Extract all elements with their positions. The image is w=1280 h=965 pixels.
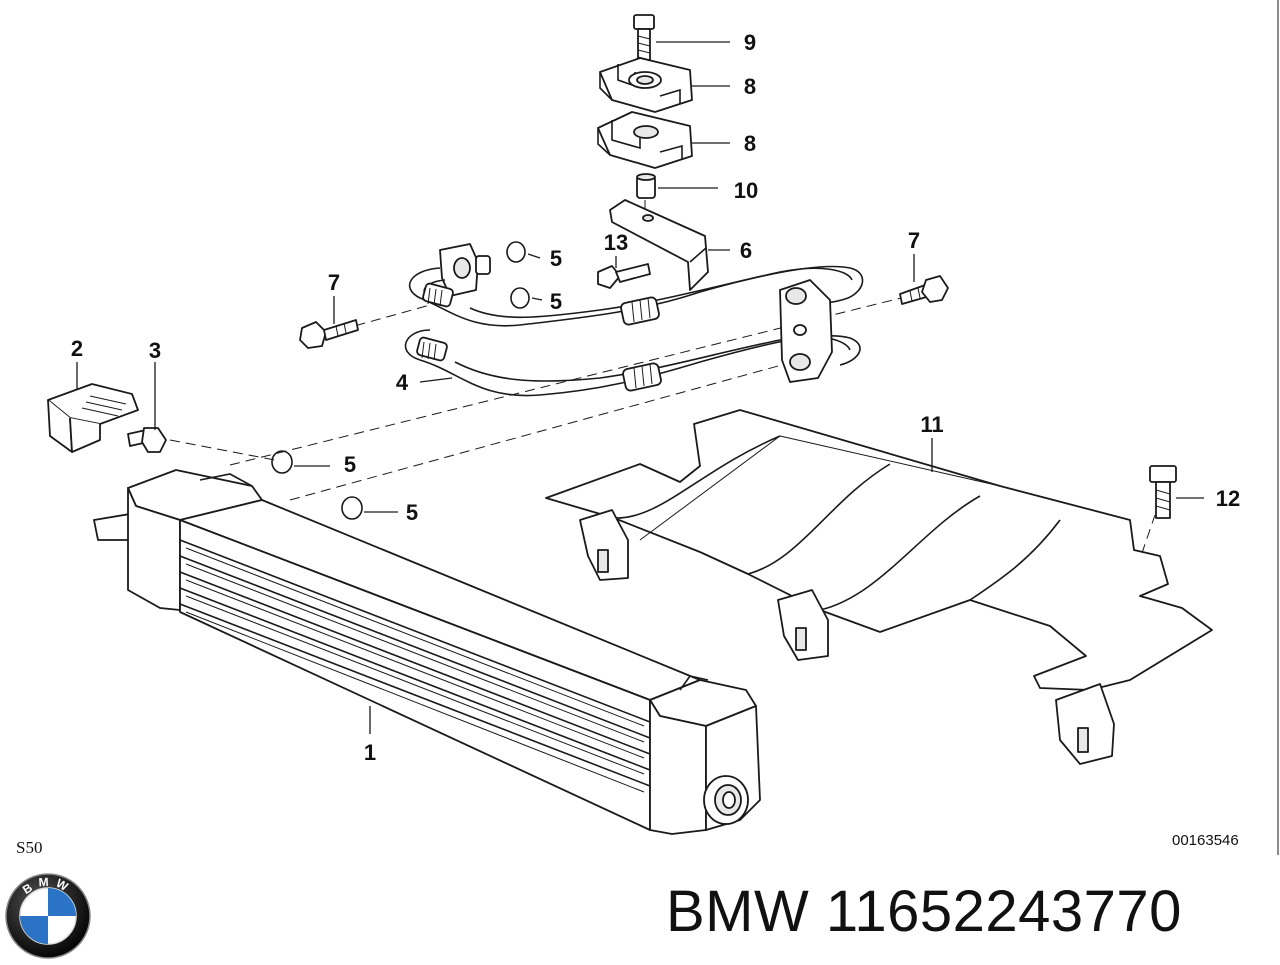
callout-8: 8 — [744, 74, 756, 99]
part-10-bushing — [636, 173, 656, 199]
callout-6: 6 — [740, 238, 752, 263]
part-13-bolt — [597, 263, 651, 289]
part-2-clip — [47, 383, 139, 453]
callout-12: 12 — [1216, 486, 1240, 511]
callout-1: 1 — [364, 740, 376, 765]
duct-mount-leg — [777, 589, 829, 661]
hose-ferrule — [416, 336, 448, 362]
part-6-bracket — [609, 199, 709, 291]
model-code-label: S50 — [16, 838, 43, 857]
callout-7: 7 — [908, 228, 920, 253]
callout-2: 2 — [71, 336, 83, 361]
callout-7: 7 — [328, 270, 340, 295]
hose-ferrule — [622, 362, 662, 392]
part-8-clamp-lower — [597, 111, 693, 169]
part-5-o-ring — [506, 241, 526, 263]
callout-4: 4 — [396, 370, 409, 395]
callout-5: 5 — [550, 246, 562, 271]
callout-13: 13 — [604, 230, 628, 255]
callout-10: 10 — [734, 178, 758, 203]
duct-mount-leg — [579, 509, 629, 581]
duct-mount-leg — [1055, 683, 1115, 765]
part-11-air-duct — [545, 409, 1213, 765]
hose-ferrule — [620, 296, 660, 326]
part-8-clamp-upper — [599, 57, 693, 113]
callout-5: 5 — [406, 500, 418, 525]
part-3-screw — [127, 427, 167, 453]
bmw-logo-icon: BMW — [4, 872, 92, 960]
part-12-bolt — [1149, 465, 1177, 519]
part-5-o-ring — [271, 450, 293, 474]
part-title: BMW 11652243770 — [666, 878, 1182, 945]
callout-8: 8 — [744, 131, 756, 156]
part-5-o-ring — [341, 496, 363, 520]
part-5-o-ring — [510, 287, 530, 309]
part-7-bolt — [299, 319, 359, 349]
callout-9: 9 — [744, 30, 756, 55]
part-7-bolt — [899, 275, 949, 305]
callout-5: 5 — [550, 289, 562, 314]
callout-3: 3 — [149, 338, 161, 363]
part-number: 11652243770 — [825, 879, 1182, 944]
callout-5: 5 — [344, 452, 356, 477]
hose-ferrule — [422, 282, 454, 308]
leader-lines — [76, 41, 1204, 734]
part-1-oil-cooler — [93, 469, 761, 835]
part-4-hose-assembly — [404, 243, 864, 397]
brand-name: BMW — [666, 879, 810, 944]
callout-11: 11 — [920, 412, 943, 437]
drawing-number-label: 00163546 — [1172, 832, 1239, 849]
